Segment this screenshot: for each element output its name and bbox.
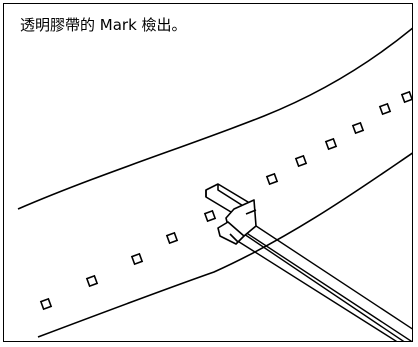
tape-mark-detection-illustration <box>17 27 412 341</box>
figure-caption: 透明膠帶的 Mark 檢出。 <box>20 16 187 34</box>
tape-mark <box>203 209 217 223</box>
tape-upper-edge <box>17 27 412 210</box>
fork-sensor-head <box>205 183 257 245</box>
tape-mark <box>85 274 99 288</box>
tape-lower-edge <box>37 152 412 338</box>
tape-mark <box>165 231 179 245</box>
tape-mark <box>400 90 412 104</box>
tape-mark <box>294 154 308 168</box>
tape-mark <box>378 102 392 116</box>
tape-mark <box>324 137 338 151</box>
tape-mark <box>39 297 53 311</box>
tape-mark <box>351 121 365 135</box>
sensor-cable <box>235 221 412 341</box>
tape-mark <box>130 252 144 266</box>
figure-frame: 透明膠帶的 Mark 檢出。 <box>3 3 413 342</box>
tape-mark <box>265 172 279 186</box>
tape-marks <box>39 90 412 311</box>
